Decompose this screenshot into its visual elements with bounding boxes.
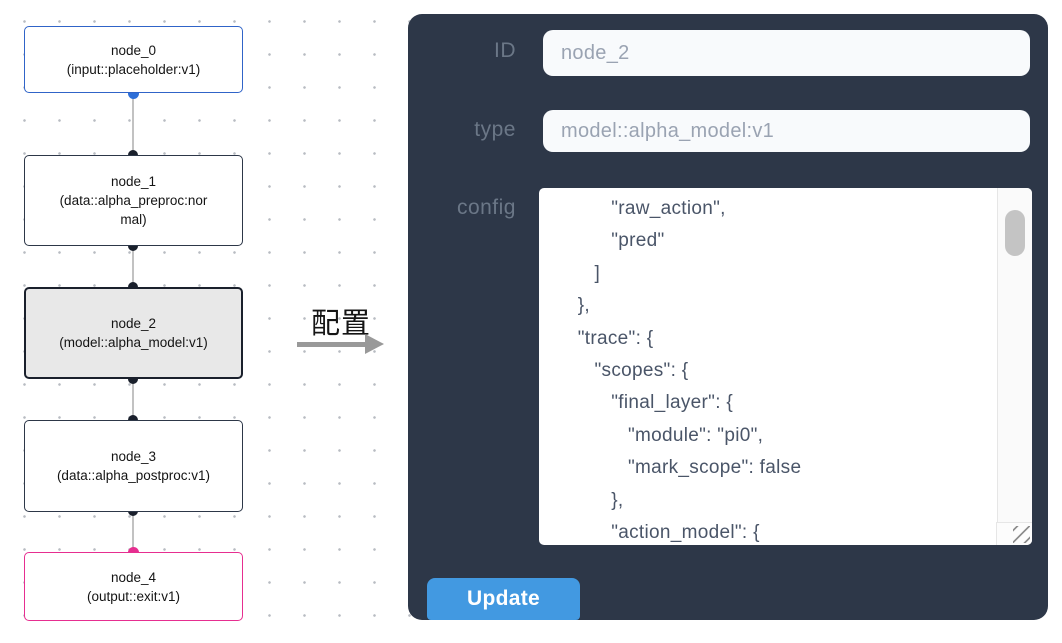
edge-node1-node2 [132,246,134,288]
node-title: node_1 [110,174,157,189]
config-scrollbar-track[interactable] [997,188,1032,523]
node0-source-port[interactable] [127,87,139,99]
flow-node-node_1[interactable]: node_1 (data::alpha_preproc:normal) [24,155,243,246]
node-subtitle: (output::exit:v1) [86,588,181,604]
node-title: node_0 [110,42,157,58]
edge-node3-node4 [132,511,134,553]
node-subtitle: (model::alpha_model:v1) [59,335,208,350]
node-title: node_4 [110,569,157,585]
flow-node-node_0[interactable]: node_0 (input::placeholder:v1) [24,26,243,93]
id-field-label: ID [494,39,516,62]
edge-node0-node1 [132,93,134,155]
config-json-text[interactable]: "raw_action", "pred" ] }, "trace": { "sc… [577,198,802,544]
flow-node-node_3[interactable]: node_3 (data::alpha_postproc:v1) [24,420,243,512]
node2-source-port[interactable] [128,374,138,384]
node-config-panel: ID type config "raw_action", "pred" ] },… [408,14,1048,620]
configure-annotation-label: 配置 [310,308,371,340]
flow-node-node_4[interactable]: node_4 (output::exit:v1) [24,552,243,621]
update-button[interactable]: Update [427,578,580,620]
node-title: node_3 [110,449,157,464]
config-field-label: config [456,196,516,219]
node-subtitle: (data::alpha_preproc:normal) [59,193,208,227]
node-subtitle: (input::placeholder:v1) [66,61,201,77]
config-editor[interactable]: "raw_action", "pred" ] }, "trace": { "sc… [539,188,1032,545]
node-title: node_2 [110,316,157,331]
type-field-label: type [474,118,516,141]
node-subtitle: (data::alpha_postproc:v1) [56,468,211,483]
resize-handle-icon[interactable] [1013,526,1030,543]
id-input[interactable] [543,30,1030,76]
node1-source-port[interactable] [128,241,138,251]
right-arrow-icon [297,342,367,347]
type-input[interactable] [543,110,1030,152]
edge-node2-node3 [132,379,134,421]
config-scrollbar-corner [996,522,1032,545]
config-scrollbar-thumb[interactable] [1005,210,1025,256]
flow-node-node_2-selected[interactable]: node_2 (model::alpha_model:v1) [24,287,243,379]
right-arrow-head-icon [365,334,384,354]
